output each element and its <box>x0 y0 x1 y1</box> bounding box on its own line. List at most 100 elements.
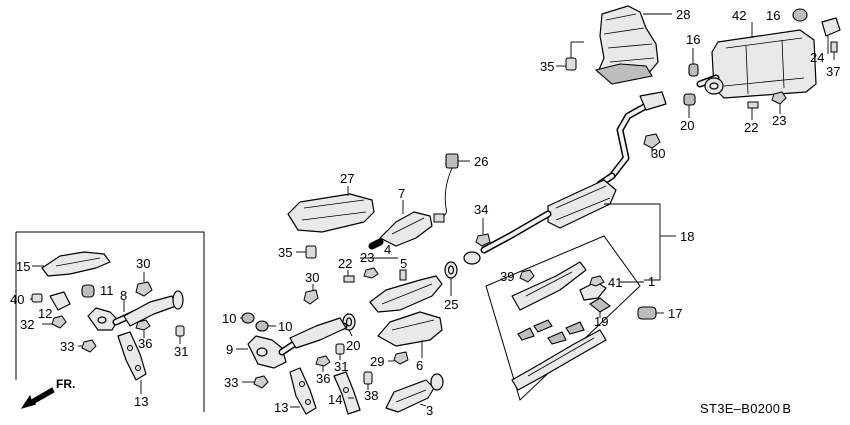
part-label-13-center: 13 <box>274 400 288 415</box>
part-label-31-center: 31 <box>334 359 348 374</box>
part-label-16-top: 16 <box>766 8 780 23</box>
part-label-13-left: 13 <box>134 394 148 409</box>
part-label-29: 29 <box>370 354 384 369</box>
converter-4 <box>369 275 443 313</box>
bolt-35-center <box>296 245 317 259</box>
heat-shield-27 <box>287 186 375 233</box>
nut-36-left <box>135 319 151 338</box>
exhaust-tip-24 <box>821 17 841 54</box>
hanger-rubber-16-top <box>792 8 808 22</box>
gasket-25 <box>444 261 458 296</box>
rubber-10-b <box>255 320 276 332</box>
tail-pipe <box>608 91 667 180</box>
part-label-24: 24 <box>810 50 824 65</box>
bracket-41 <box>579 275 607 301</box>
nut-30-left <box>135 272 153 297</box>
bolt-40 <box>30 293 43 303</box>
part-label-37: 37 <box>826 64 840 79</box>
part-label-35-center: 35 <box>278 245 292 260</box>
exhaust-pipe-9 <box>236 317 348 369</box>
part-label-14: 14 <box>328 392 342 407</box>
part-label-36-left: 36 <box>138 336 152 351</box>
kit-shield-lower <box>511 329 607 391</box>
pipe-3 <box>385 373 444 413</box>
part-label-23-center: 23 <box>360 250 374 265</box>
nut-36-center <box>315 355 331 372</box>
bracket-13-left <box>117 331 147 394</box>
rubber-20-top <box>683 93 696 118</box>
part-label-33-left: 33 <box>60 339 74 354</box>
part-label-16-left: 16 <box>686 32 700 47</box>
kit-shield-upper <box>511 261 587 311</box>
part-label-18: 18 <box>680 229 694 244</box>
part-label-36-center: 36 <box>316 371 330 386</box>
part-label-30-center: 30 <box>651 146 665 161</box>
nut-33-left <box>78 339 97 353</box>
direction-label: FR. <box>56 377 75 391</box>
part-label-22-top: 22 <box>744 120 758 135</box>
kit-box-1 <box>485 235 641 401</box>
left-inset-frame <box>15 231 205 412</box>
nut-30-pipe <box>303 284 319 305</box>
part-label-40: 40 <box>10 292 24 307</box>
rubber-10-a <box>240 312 255 324</box>
part-label-20-top: 20 <box>680 118 694 133</box>
clamp-19 <box>589 297 611 318</box>
part-label-10-b: 10 <box>278 319 292 334</box>
part-label-34: 34 <box>474 202 488 217</box>
part-label-26: 26 <box>474 154 488 169</box>
part-label-9: 9 <box>226 342 233 357</box>
part-label-4: 4 <box>384 242 391 257</box>
part-label-38: 38 <box>364 388 378 403</box>
stud-5 <box>399 269 407 281</box>
part-label-33-center: 33 <box>224 375 238 390</box>
stud-22-top <box>747 101 759 120</box>
part-label-22-center: 22 <box>338 256 352 271</box>
bolt-35-top <box>565 41 584 71</box>
part-label-30-pipe: 30 <box>305 270 319 285</box>
hanger-rubber-16-left <box>688 48 699 77</box>
nut-23-center <box>363 267 379 279</box>
part-label-1: 1 <box>648 274 655 289</box>
part-label-11: 11 <box>100 283 114 298</box>
heat-shield-28 <box>594 5 659 85</box>
part-label-32: 32 <box>20 317 34 332</box>
nut-39 <box>519 269 535 283</box>
nut-30-center <box>643 133 661 156</box>
part-label-41: 41 <box>608 275 622 290</box>
stud-22-center <box>343 270 355 283</box>
part-label-3: 3 <box>426 403 433 418</box>
part-label-39: 39 <box>500 269 514 284</box>
part-label-17: 17 <box>668 306 682 321</box>
part-label-23-top: 23 <box>772 113 786 128</box>
exhaust-pipe-8 <box>87 290 184 331</box>
part-label-42: 42 <box>732 8 746 23</box>
bolt-31-center <box>335 343 345 360</box>
part-label-30-left: 30 <box>136 256 150 271</box>
part-label-28: 28 <box>676 7 690 22</box>
bracket-13-center <box>289 367 317 415</box>
oxygen-sensor-26 <box>433 153 470 223</box>
bracket-14 <box>333 371 361 415</box>
silencer-42 <box>696 29 817 99</box>
part-label-8: 8 <box>120 288 127 303</box>
hanger-rubber-17 <box>637 306 664 320</box>
part-label-19: 19 <box>594 314 608 329</box>
part-label-15: 15 <box>16 259 30 274</box>
bolt-38 <box>363 371 373 390</box>
part-label-5: 5 <box>400 256 407 271</box>
center-silencer <box>463 172 617 265</box>
heat-shield-15 <box>32 251 111 277</box>
nut-23-top <box>771 91 787 114</box>
heat-shield-6 <box>377 311 443 358</box>
part-label-25: 25 <box>444 297 458 312</box>
bolt-31-left <box>175 325 185 344</box>
front-direction-arrow-icon <box>20 387 55 409</box>
part-label-6: 6 <box>416 358 423 373</box>
kit-clamps <box>517 319 585 345</box>
bolt-37 <box>830 41 838 60</box>
rubber-11 <box>81 284 95 298</box>
part-label-20-center: 20 <box>346 338 360 353</box>
